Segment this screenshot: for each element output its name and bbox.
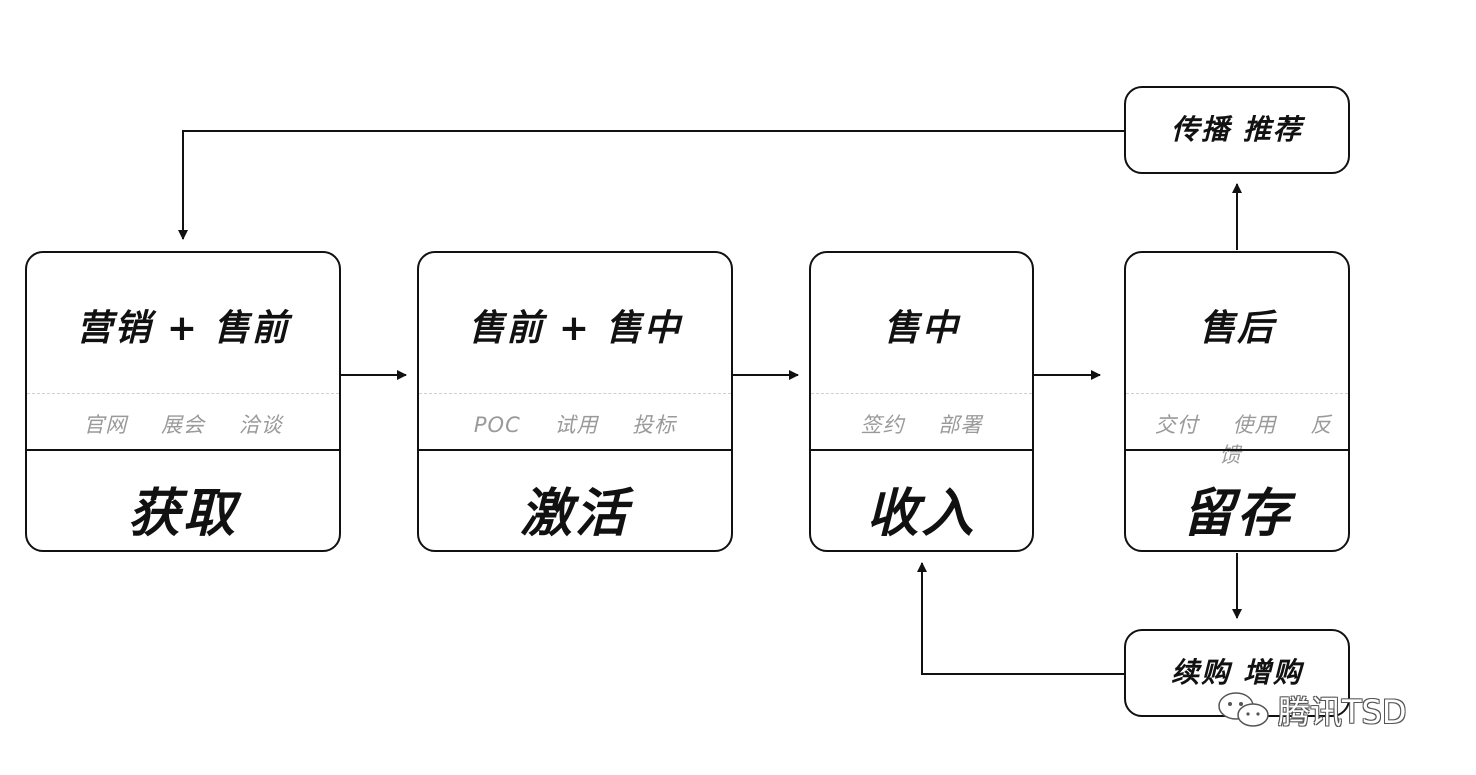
watermark: 腾讯TSD (1216, 686, 1407, 734)
stage-name: 激活 (519, 484, 630, 544)
stage-tag: 交付 (1154, 413, 1199, 437)
stage-header: 售中 (883, 308, 960, 349)
stage-tag: 展会 (161, 413, 205, 437)
stage-tag: 洽谈 (238, 413, 283, 437)
stage-tag: 投标 (632, 413, 677, 437)
stage-tag: 签约 (860, 413, 905, 437)
dashed-divider (811, 393, 1032, 394)
stage-name: 留存 (1181, 484, 1292, 544)
stage-tag: 试用 (554, 413, 599, 437)
solid-divider (1126, 449, 1348, 451)
referral-box: 传播 推荐 (1124, 86, 1350, 174)
solid-divider (27, 449, 339, 451)
stage-tag: 使用 (1232, 413, 1277, 437)
solid-divider (811, 449, 1032, 451)
wechat-icon (1218, 692, 1269, 727)
stage-tag: POC (473, 413, 521, 437)
stage-tags: 签约 部署 (811, 409, 1032, 439)
stage-card-retention: 售后 交付 使用 反馈 留存 (1124, 251, 1350, 552)
stage-header: 售前 + 售中 (468, 308, 682, 349)
stage-tags: POC 试用 投标 (419, 409, 731, 439)
watermark-text: 腾讯TSD (1278, 693, 1407, 731)
arrow-renewal-to-revenue (917, 562, 1126, 675)
stage-card-revenue: 售中 签约 部署 收入 (809, 251, 1034, 552)
solid-divider (419, 449, 731, 451)
stage-tags: 交付 使用 反馈 (1126, 409, 1348, 469)
stage-name: 获取 (127, 484, 238, 544)
dashed-divider (1126, 393, 1348, 394)
stage-tags: 官网 展会 洽谈 (27, 409, 339, 439)
stage-card-acquire: 营销 + 售前 官网 展会 洽谈 获取 (25, 251, 341, 552)
stage-header: 营销 + 售前 (76, 308, 290, 349)
stage-header: 售后 (1198, 308, 1275, 349)
stage-name: 收入 (866, 484, 977, 544)
stage-tag: 部署 (938, 413, 983, 437)
arrow-referral-to-acquire (178, 130, 1126, 240)
renewal-box: 续购 增购 (1124, 629, 1350, 717)
stage-card-activate: 售前 + 售中 POC 试用 投标 激活 (417, 251, 733, 552)
stage-tag: 官网 (83, 413, 128, 437)
dashed-divider (27, 393, 339, 394)
dashed-divider (419, 393, 731, 394)
